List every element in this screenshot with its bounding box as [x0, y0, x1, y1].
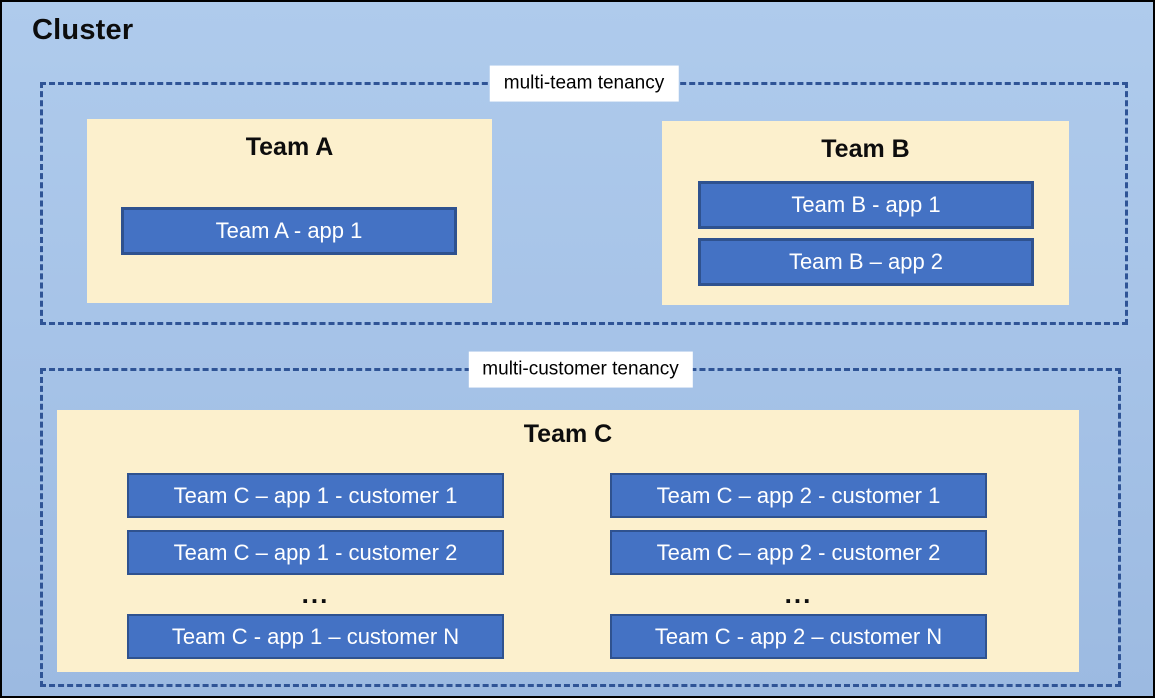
- team-c-app1-customer2-box: Team C – app 1 - customer 2: [127, 530, 504, 575]
- team-c-app2-ellipsis: ...: [784, 578, 813, 609]
- multi-team-tenancy-section: multi-team tenancy Team A Team A - app 1…: [40, 65, 1128, 325]
- team-b-app-2-box: Team B – app 2: [698, 238, 1034, 286]
- team-c-app1-customer1-box: Team C – app 1 - customer 1: [127, 473, 504, 518]
- team-b-title: Team B: [821, 135, 910, 163]
- team-b-app-1-box: Team B - app 1: [698, 181, 1034, 229]
- multi-team-tenancy-label: multi-team tenancy: [489, 65, 679, 102]
- team-c-app1-ellipsis: ...: [301, 578, 330, 609]
- team-a-box: Team A Team A - app 1: [87, 119, 492, 303]
- team-c-app2-customerN-box: Team C - app 2 – customer N: [610, 614, 987, 659]
- team-a-title: Team A: [245, 133, 334, 161]
- team-c-box: Team C Team C – app 1 - customer 1 Team …: [57, 410, 1079, 672]
- team-c-title: Team C: [523, 420, 613, 448]
- team-a-app-1-box: Team A - app 1: [121, 207, 457, 255]
- team-c-app2-customer2-box: Team C – app 2 - customer 2: [610, 530, 987, 575]
- cluster-title: Cluster: [32, 14, 134, 46]
- team-b-box: Team B Team B - app 1 Team B – app 2: [662, 121, 1069, 305]
- multi-customer-tenancy-label: multi-customer tenancy: [468, 351, 693, 388]
- multi-customer-tenancy-section: multi-customer tenancy Team C Team C – a…: [40, 351, 1121, 687]
- team-c-app2-column: Team C – app 2 - customer 1 Team C – app…: [610, 410, 987, 672]
- team-c-app1-customerN-box: Team C - app 1 – customer N: [127, 614, 504, 659]
- team-c-app1-column: Team C – app 1 - customer 1 Team C – app…: [127, 410, 504, 672]
- team-c-app2-customer1-box: Team C – app 2 - customer 1: [610, 473, 987, 518]
